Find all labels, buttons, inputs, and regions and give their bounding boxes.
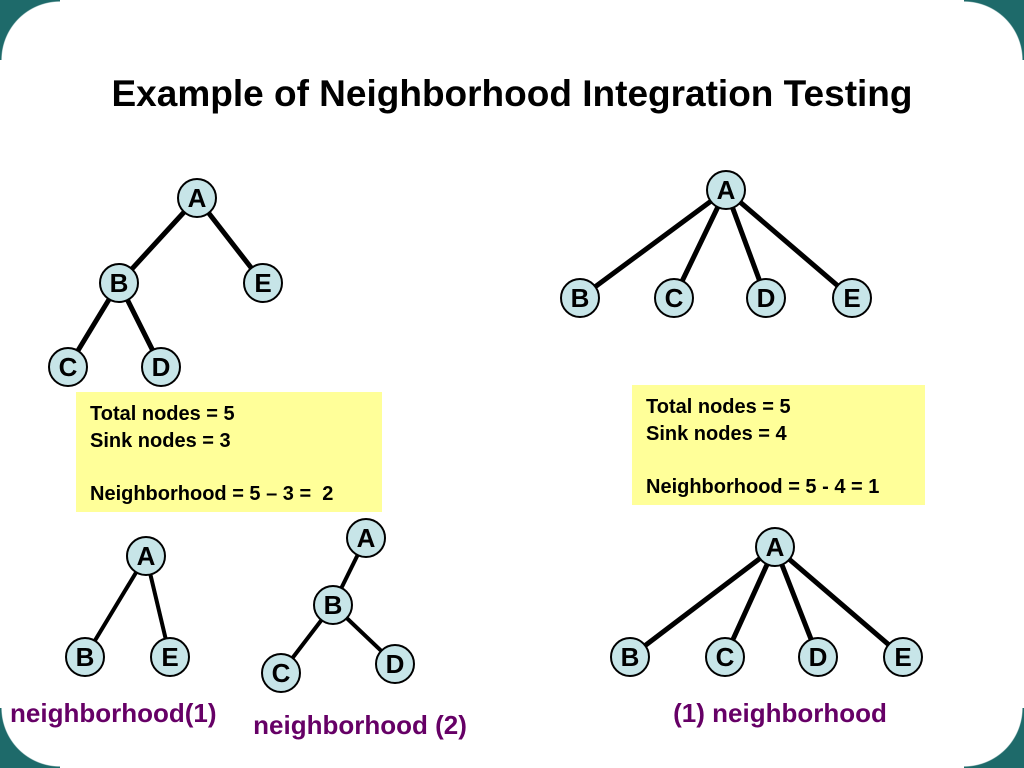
tree-node-e: E	[150, 637, 190, 677]
tree-node-d: D	[746, 278, 786, 318]
tree-node-c: C	[705, 637, 745, 677]
corner-accent-top-left	[0, 0, 60, 60]
calc-line-sink: Sink nodes = 4	[646, 423, 787, 445]
tree-neighborhood-1: A B E	[57, 528, 197, 680]
tree-node-d: D	[798, 637, 838, 677]
tree-node-a: A	[346, 518, 386, 558]
tree-node-b: B	[65, 637, 105, 677]
calc-line-total: Total nodes = 5	[646, 396, 791, 418]
tree-node-c: C	[654, 278, 694, 318]
corner-accent-top-right	[964, 0, 1024, 60]
tree-node-e: E	[883, 637, 923, 677]
spacer	[646, 448, 911, 474]
calc-box-right: Total nodes = 5 Sink nodes = 4 Neighborh…	[632, 385, 925, 505]
caption-neighborhood-1: neighborhood(1)	[10, 698, 217, 728]
tree-top-left: A B E C D	[40, 170, 290, 390]
caption-neighborhood-2: neighborhood (2)	[253, 710, 467, 740]
tree-top-right: A B C D E	[550, 162, 880, 322]
tree-node-a: A	[755, 527, 795, 567]
slide-title: Example of Neighborhood Integration Test…	[111, 73, 913, 114]
tree-neighborhood-2: A B C D	[253, 510, 423, 696]
tree-node-a: A	[126, 536, 166, 576]
calc-line-neighborhood: Neighborhood = 5 - 4 = 1	[646, 476, 880, 498]
tree-node-a: A	[177, 178, 217, 218]
tree-node-b: B	[313, 585, 353, 625]
tree-node-d: D	[375, 644, 415, 684]
caption-one-neighborhood: (1) neighborhood	[673, 698, 887, 728]
corner-accent-bottom-right	[964, 708, 1024, 768]
calc-line-sink: Sink nodes = 3	[90, 430, 231, 452]
tree-node-e: E	[243, 263, 283, 303]
tree-node-b: B	[610, 637, 650, 677]
tree-one-neighborhood: A B C D E	[602, 519, 927, 679]
tree-node-e: E	[832, 278, 872, 318]
corner-accent-bottom-left	[0, 708, 60, 768]
tree-node-a: A	[706, 170, 746, 210]
calc-line-total: Total nodes = 5	[90, 403, 235, 425]
tree-node-b: B	[560, 278, 600, 318]
tree-node-c: C	[48, 347, 88, 387]
spacer	[90, 455, 368, 481]
tree-node-b: B	[99, 263, 139, 303]
tree-node-d: D	[141, 347, 181, 387]
tree-node-c: C	[261, 653, 301, 693]
calc-box-left: Total nodes = 5 Sink nodes = 3 Neighborh…	[76, 392, 382, 512]
calc-line-neighborhood: Neighborhood = 5 – 3 = 2	[90, 483, 334, 505]
